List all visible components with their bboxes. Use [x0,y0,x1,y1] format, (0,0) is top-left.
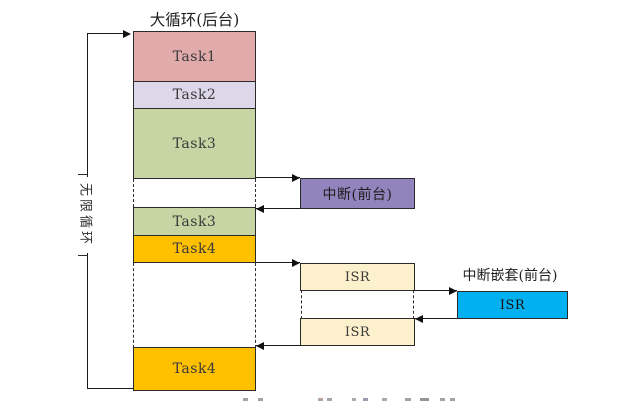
loop-label-bottom-tick [78,255,88,256]
arrow-task3-to-interrupt-head-icon [292,174,300,182]
task2-label: Task2 [172,87,217,103]
isr-gap-dashed-left [301,290,302,319]
isr-gap-dashed-right [413,290,414,319]
arrow-isr-to-nested-head-icon [449,287,457,295]
task3-second-label: Task3 [172,213,217,230]
task-block-task4-first: Task4 [133,235,256,263]
loop-top-line [87,33,124,34]
nested-interrupt-title: 中断嵌套(前台) [462,268,558,284]
isr-first-label: ISR [344,269,371,285]
isr-block-second: ISR [300,318,415,346]
task-block-task4-second: Task4 [133,347,256,391]
arrow-interrupt-return [256,208,300,209]
idle-gap-during-isr [133,263,256,348]
task-block-task2: Task2 [133,81,256,109]
isr-second-label: ISR [344,324,371,340]
task3-first-label: Task3 [172,135,217,152]
isr-block-first: ISR [300,263,415,291]
interrupt-label: 中断(前台) [322,186,393,203]
arrow-isr-return-to-task4-head-icon [256,342,264,350]
background-loop-title: 大循环(后台) [149,11,240,29]
arrow-nested-return [415,318,457,319]
arrow-isr-return-to-task4 [256,345,300,346]
task1-label: Task1 [172,48,217,65]
task-block-task1: Task1 [133,31,256,82]
arrow-task4-to-isr [256,262,300,263]
infinite-loop-label: 无限循环 [75,176,99,254]
arrow-interrupt-return-head-icon [256,205,264,213]
isr-nested-label: ISR [499,297,526,313]
task4-first-label: Task4 [172,241,217,257]
arrow-isr-to-nested [413,290,457,291]
idle-gap-during-interrupt [133,179,256,207]
isr-block-nested: ISR [457,291,568,319]
interrupt-foreground-block: 中断(前台) [300,178,415,209]
loop-label-top-tick [78,174,88,175]
arrow-nested-return-head-icon [415,315,423,323]
arrow-task4-to-isr-head-icon [292,259,300,267]
loop-top-arrowhead-icon [123,30,131,38]
task-block-task3-second: Task3 [133,207,256,236]
task4-second-label: Task4 [172,361,217,377]
loop-bottom-line [87,388,134,389]
arrow-task3-to-interrupt [256,177,300,178]
task-block-task3-first: Task3 [133,108,256,179]
